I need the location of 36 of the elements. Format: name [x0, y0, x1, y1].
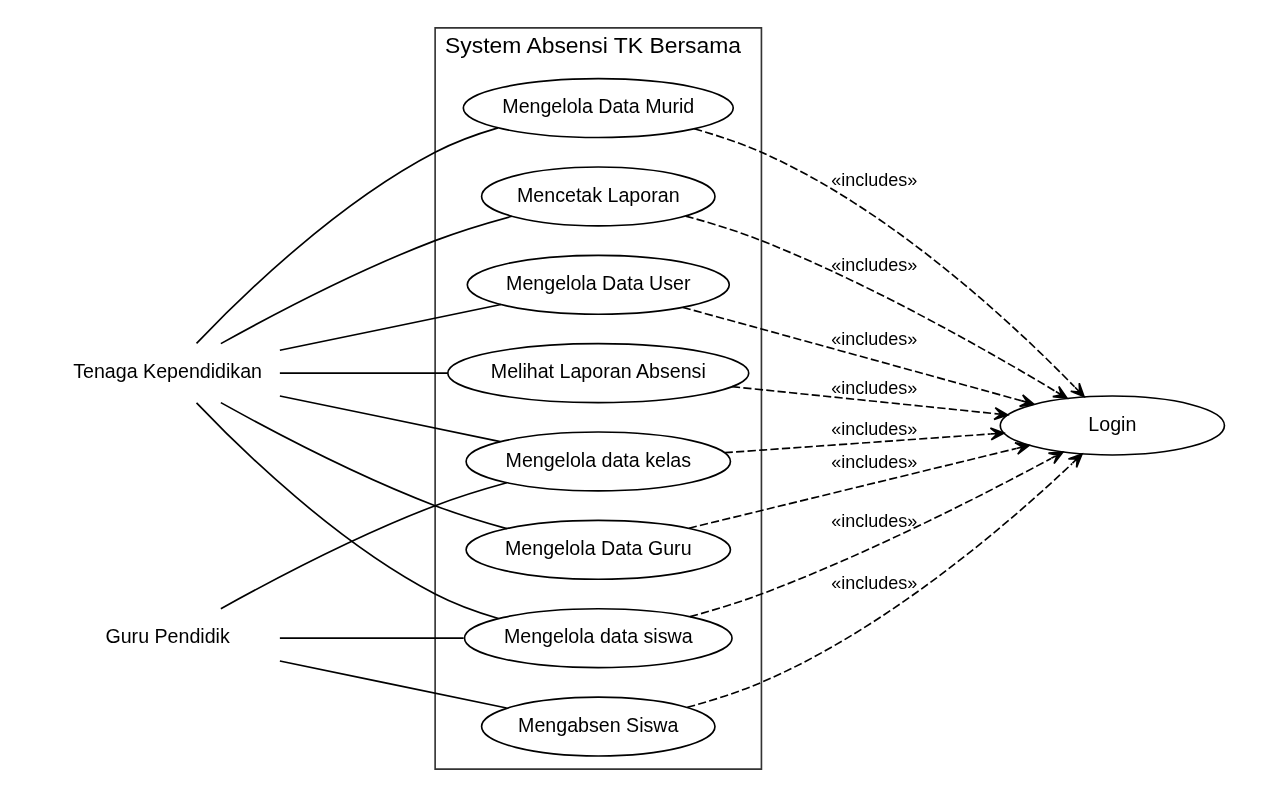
edge-label: «includes» — [831, 510, 918, 531]
connector — [279, 637, 465, 639]
node-ellipse: Mencetak Laporan — [480, 166, 716, 227]
node-ellipse: Mengelola Data User — [466, 254, 731, 316]
connector — [220, 215, 513, 345]
connector — [195, 402, 500, 620]
edge-label: «includes» — [831, 170, 918, 191]
node-ellipse: Mengabsen Siswa — [480, 696, 716, 757]
node-ellipse: Mengelola data siswa — [463, 607, 733, 669]
edge-label: «includes» — [831, 378, 918, 399]
arrow — [686, 453, 1083, 709]
connector — [220, 401, 508, 530]
arrow — [689, 451, 1064, 618]
arrow — [682, 306, 1035, 408]
edge-label: «includes» — [831, 329, 918, 349]
edge-label: «includes» — [831, 255, 918, 276]
arrow — [684, 215, 1068, 400]
connector — [195, 127, 499, 345]
arrow — [731, 385, 1009, 421]
connector — [279, 660, 508, 709]
connector — [220, 481, 508, 610]
node-ellipse: Mengelola Data Guru — [465, 519, 732, 581]
connector — [279, 395, 502, 443]
connector — [279, 372, 449, 374]
arrow — [724, 427, 1005, 454]
edge-label: «includes» — [831, 418, 918, 439]
node-ellipse: Mengelola Data Murid — [462, 77, 735, 139]
node-text: Guru Pendidik — [105, 625, 230, 648]
node-ellipse: Mengelola data kelas — [465, 431, 732, 492]
node-text: Tenaga Kependidikan — [73, 360, 263, 383]
edge-label: «includes» — [831, 572, 918, 593]
arrow — [693, 128, 1085, 398]
arrow — [688, 441, 1030, 529]
edge-label: «includes» — [831, 451, 918, 472]
connector — [279, 303, 502, 352]
node-ellipse: Melihat Laporan Absensi — [447, 342, 750, 404]
